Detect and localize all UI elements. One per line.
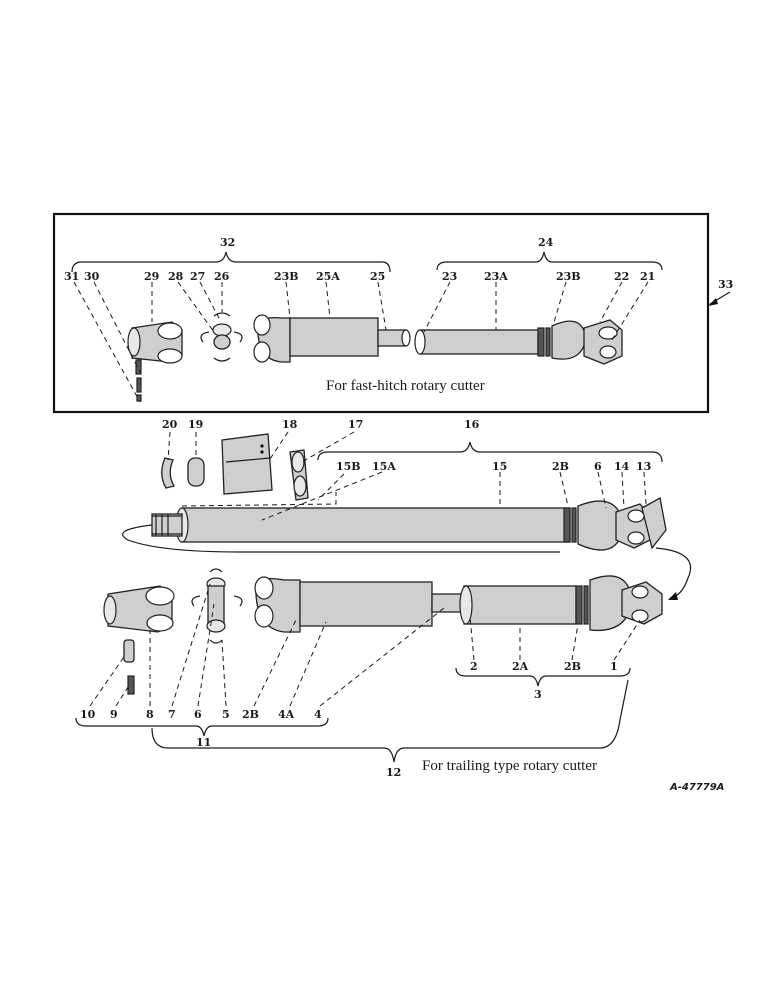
callout-8: 8	[146, 708, 154, 721]
callout-12: 12	[386, 766, 401, 779]
callout-9: 9	[110, 708, 118, 721]
callout-2B-lower-left: 2B	[242, 708, 259, 721]
callout-27: 27	[190, 270, 205, 283]
callout-31: 31	[64, 270, 79, 283]
callout-24: 24	[538, 236, 554, 249]
callout-23: 23	[442, 270, 457, 283]
callout-22: 22	[614, 270, 629, 283]
callout-25A: 25A	[316, 270, 340, 283]
callout-2A: 2A	[512, 660, 529, 673]
callout-18: 18	[282, 418, 298, 431]
callout-23B-inset-right: 23B	[556, 270, 581, 283]
callout-2B-lower-right: 2B	[564, 660, 581, 673]
callout-23B-inset-left: 23B	[274, 270, 299, 283]
callout-14: 14	[614, 460, 630, 473]
callout-15B: 15B	[336, 460, 361, 473]
callout-15A: 15A	[372, 460, 396, 473]
callout-11: 11	[196, 736, 211, 749]
callout-26: 26	[214, 270, 230, 283]
callout-19: 19	[188, 418, 203, 431]
callout-3: 3	[534, 688, 542, 701]
callout-4: 4	[314, 708, 322, 721]
callout-33: 33	[718, 278, 733, 291]
callout-10: 10	[80, 708, 96, 721]
callout-5: 5	[222, 708, 230, 721]
callout-2: 2	[470, 660, 478, 673]
callout-7: 7	[168, 708, 176, 721]
callout-15: 15	[492, 460, 507, 473]
caption-trailing: For trailing type rotary cutter	[422, 758, 597, 774]
callout-21: 21	[640, 270, 655, 283]
callout-32: 32	[220, 236, 235, 249]
callout-23A: 23A	[484, 270, 508, 283]
callout-29: 29	[144, 270, 159, 283]
callout-16: 16	[464, 418, 480, 431]
fast-hitch-box	[52, 212, 710, 414]
callout-30: 30	[84, 270, 100, 283]
callout-17: 17	[348, 418, 363, 431]
callout-13: 13	[636, 460, 651, 473]
callout-28: 28	[168, 270, 184, 283]
caption-fast-hitch: For fast-hitch rotary cutter	[326, 378, 485, 394]
callout-20: 20	[162, 418, 178, 431]
callout-25: 25	[370, 270, 385, 283]
callout-6-lower: 6	[194, 708, 202, 721]
reference-number: A-47779A	[669, 782, 724, 793]
callout-2B-middle: 2B	[552, 460, 569, 473]
callout-1: 1	[610, 660, 618, 673]
callout-4A: 4A	[278, 708, 295, 721]
callout-6-middle: 6	[594, 460, 602, 473]
